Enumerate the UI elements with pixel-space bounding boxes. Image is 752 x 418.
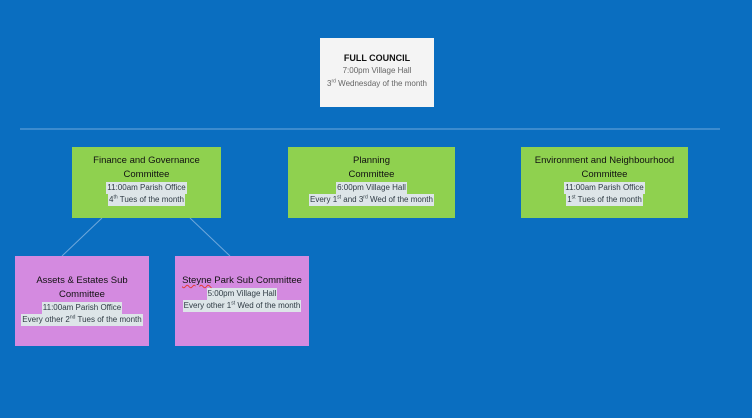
finance-schedule: 4th Tues of the month [108,194,185,206]
assets-title: Assets & Estates Sub Committee [36,275,128,300]
environment-time: 11:00am Parish Office [564,182,645,194]
environment-neighbourhood-committee-box[interactable]: Environment and Neighbourhood Committee … [521,147,688,218]
steyne-park-subcommittee-box[interactable]: Steyne Park Sub Committee 5:00pm Village… [175,256,309,346]
steyne-schedule: Every other 1st Wed of the month [182,300,302,312]
steyne-time: 5:00pm Village Hall [206,288,278,300]
environment-title-line1: Environment and Neighbourhood [534,155,675,166]
finance-time: 11:00am Parish Office [106,182,187,194]
assets-time: 11:00am Parish Office [41,302,123,314]
assets-estates-subcommittee-box[interactable]: Assets & Estates Sub Committee 11:00am P… [15,256,149,346]
planning-schedule: Every 1st and 3rd Wed of the month [309,194,434,206]
planning-committee-box[interactable]: Planning Committee 6:00pm Village Hall E… [288,147,455,218]
council-title: FULL COUNCIL [343,53,411,63]
finance-title-line2: Committee [123,169,170,180]
connector-finance-assets [61,217,103,257]
planning-title-line1: Planning [353,155,390,166]
full-council-box[interactable]: FULL COUNCIL 7:00pm Village Hall 3rd Wed… [320,38,434,107]
environment-title-line2: Committee [581,169,628,180]
finance-title-line1: Finance and Governance [93,155,200,166]
steyne-title: Steyne Park Sub Committee [182,275,302,286]
finance-governance-committee-box[interactable]: Finance and Governance Committee 11:00am… [72,147,221,218]
assets-schedule: Every other 2nd Tues of the month [21,314,143,326]
planning-time: 6:00pm Village Hall [336,182,407,194]
council-time: 7:00pm Village Hall [342,66,412,75]
connector-finance-steyne [189,217,231,257]
council-schedule: 3rd Wednesday of the month [327,78,427,88]
environment-schedule: 1st Tues of the month [566,194,643,206]
planning-title-line2: Committee [348,169,395,180]
